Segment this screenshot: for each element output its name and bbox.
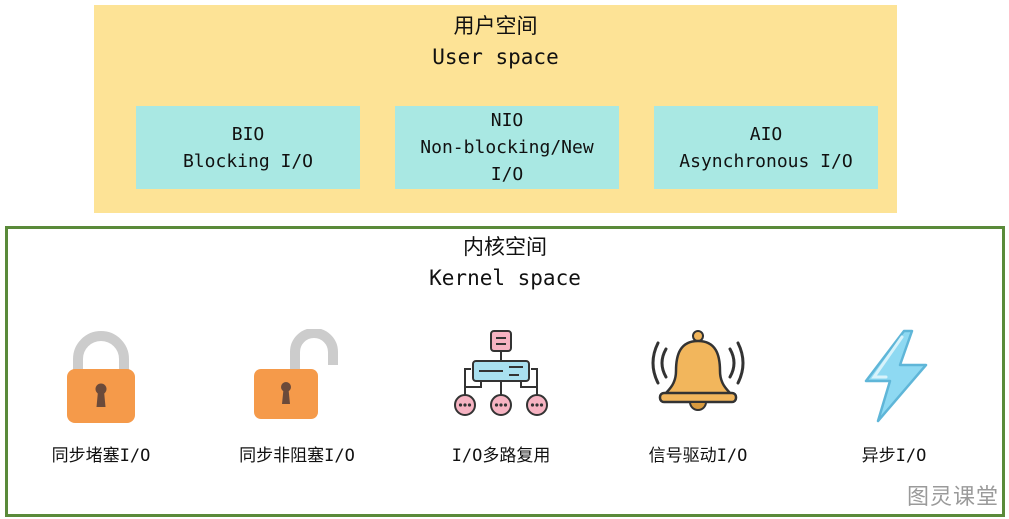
aio-box: AIO Asynchronous I/O xyxy=(654,106,878,189)
user-space-title-cn: 用户空间 xyxy=(453,14,538,38)
kernel-space-panel: 内核空间 Kernel space xyxy=(5,226,1005,517)
kernel-space-title-cn: 内核空间 xyxy=(463,235,547,259)
bio-description: Blocking I/O xyxy=(182,150,314,172)
user-space-title-en: User space xyxy=(432,45,559,69)
unlocked-padlock-icon xyxy=(254,329,338,419)
signal-driven-io-item xyxy=(618,329,778,417)
nio-name: NIO xyxy=(490,110,524,131)
nio-box: NIO Non-blocking/New I/O xyxy=(395,106,619,189)
nonblocking-io-label: 同步非阻塞I/O xyxy=(239,446,355,466)
blocking-io-item xyxy=(21,329,181,425)
locked-padlock-icon xyxy=(67,331,135,423)
multiplexing-tree-icon xyxy=(454,330,548,416)
lightning-bolt-icon xyxy=(864,329,928,423)
async-io-label: 异步I/O xyxy=(861,446,927,466)
blocking-io-label: 同步堵塞I/O xyxy=(51,446,151,466)
io-multiplexing-item xyxy=(421,329,581,417)
aio-description: Asynchronous I/O xyxy=(679,150,853,172)
bio-box: BIO Blocking I/O xyxy=(136,106,360,189)
ringing-bell-icon xyxy=(651,330,745,411)
signal-driven-io-label: 信号驱动I/O xyxy=(648,446,748,466)
io-multiplexing-label: I/O多路复用 xyxy=(451,446,551,466)
watermark: 图灵课堂 xyxy=(906,485,999,510)
kernel-space-title-en: Kernel space xyxy=(429,266,581,290)
user-space-panel: 用户空间 User space BIO Blocking I/O NIO Non… xyxy=(94,5,897,213)
aio-name: AIO xyxy=(749,123,783,145)
bio-name: BIO xyxy=(231,123,265,145)
nio-description-cont: I/O xyxy=(490,164,524,185)
async-io-item xyxy=(814,329,974,423)
nonblocking-io-item xyxy=(212,329,372,419)
nio-description: Non-blocking/New xyxy=(420,137,594,158)
